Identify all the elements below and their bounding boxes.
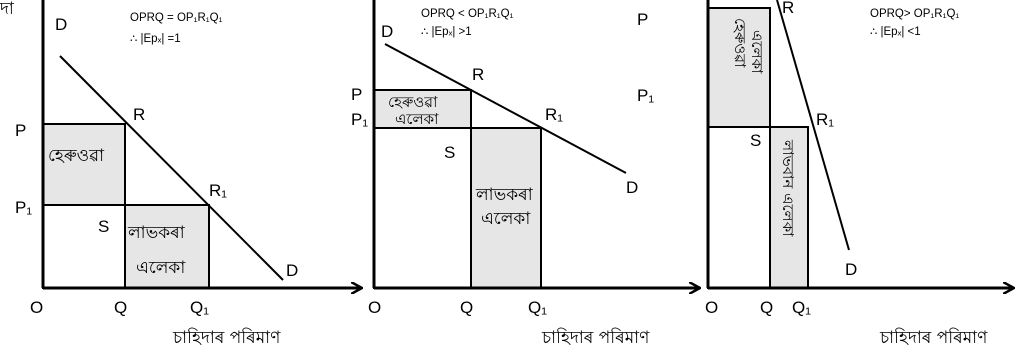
label-p1: P₁ xyxy=(351,110,368,129)
x-axis-label: চাহিদাৰ পৰিমাণ xyxy=(541,327,650,348)
gain-area-rect xyxy=(769,126,809,289)
panel-unit-elastic: দা D OPRQ = OP₁R₁Q₁ ∴ |Epₓ| =1 R R₁ P P₁… xyxy=(0,0,360,348)
label-r: R xyxy=(782,0,794,17)
label-d-end: D xyxy=(626,178,638,197)
gain-area-label-1: লাভকৰা xyxy=(127,223,186,243)
label-s: S xyxy=(750,131,761,150)
elasticity: ∴ |Epₓ| <1 xyxy=(870,26,921,38)
formula: OPRQ = OP₁R₁Q₁ xyxy=(130,12,223,24)
common-area-rect xyxy=(42,204,126,289)
gain-area-label-1: লাভকৰা xyxy=(475,185,534,205)
loss-area-label-1: হেৰুওৱা xyxy=(731,18,749,68)
label-q1: Q₁ xyxy=(190,298,209,317)
y-axis-label: দা xyxy=(0,0,15,19)
common-area-rect xyxy=(707,126,771,289)
label-p1: P₁ xyxy=(15,198,32,217)
label-p1-right: P₁ xyxy=(637,86,654,105)
label-o: O xyxy=(705,298,718,317)
label-o: O xyxy=(30,298,43,317)
demand-curve xyxy=(776,0,850,251)
gain-area-label-2: এলেকা xyxy=(136,258,186,278)
common-area-rect xyxy=(373,127,472,289)
label-q1: Q₁ xyxy=(528,298,547,317)
elasticity: ∴ |Epₓ| >1 xyxy=(421,26,472,38)
label-q: Q xyxy=(760,298,773,317)
demand-curve xyxy=(59,55,284,281)
label-s: S xyxy=(444,143,455,162)
demand-curve xyxy=(384,43,627,174)
loss-area-label-2: এলেকা xyxy=(395,110,439,128)
x-axis-label: চাহিদাৰ পৰিমাণ xyxy=(879,327,988,348)
label-r: R xyxy=(472,65,484,84)
label-r: R xyxy=(133,105,145,124)
label-o: O xyxy=(368,298,381,317)
label-r1: R₁ xyxy=(545,105,563,124)
x-axis-label: চাহিদাৰ পৰিমাণ xyxy=(172,327,281,348)
label-d: D xyxy=(55,15,67,34)
label-s: S xyxy=(98,217,109,236)
formula: OPRQ> OP₁R₁Q₁ xyxy=(870,8,959,20)
formula: OPRQ < OP₁R₁Q₁ xyxy=(421,8,514,20)
label-d-end: D xyxy=(845,260,857,279)
panel-elastic: D OPRQ < OP₁R₁Q₁ ∴ |Epₓ| >1 P P₁ R R₁ P … xyxy=(351,0,698,348)
gain-area-label: লাভবান এলেকা xyxy=(779,139,797,237)
label-p: P xyxy=(15,121,26,140)
label-d-end: D xyxy=(286,261,298,280)
gain-area-rect xyxy=(470,127,542,289)
loss-area-label-1: হেৰুওৱা xyxy=(388,93,438,111)
label-q: Q xyxy=(460,298,473,317)
label-r1: R₁ xyxy=(816,110,834,129)
panel-inelastic: R OPRQ> OP₁R₁Q₁ ∴ |Epₓ| <1 R₁ S D O Q Q₁… xyxy=(705,0,1012,348)
loss-area-label: হেৰুওৱা xyxy=(48,146,105,166)
elasticity: ∴ |Epₓ| =1 xyxy=(130,33,181,45)
label-p-right: P xyxy=(637,10,648,29)
label-q: Q xyxy=(114,298,127,317)
label-q1: Q₁ xyxy=(792,298,811,317)
loss-area-rect xyxy=(373,89,472,129)
label-d: D xyxy=(381,22,393,41)
label-r1: R₁ xyxy=(209,181,227,200)
gain-area-label-2: এলেকা xyxy=(481,209,531,229)
label-p: P xyxy=(351,85,362,104)
gain-area-rect xyxy=(124,204,210,289)
loss-area-label-2: এলেকা xyxy=(748,30,766,74)
